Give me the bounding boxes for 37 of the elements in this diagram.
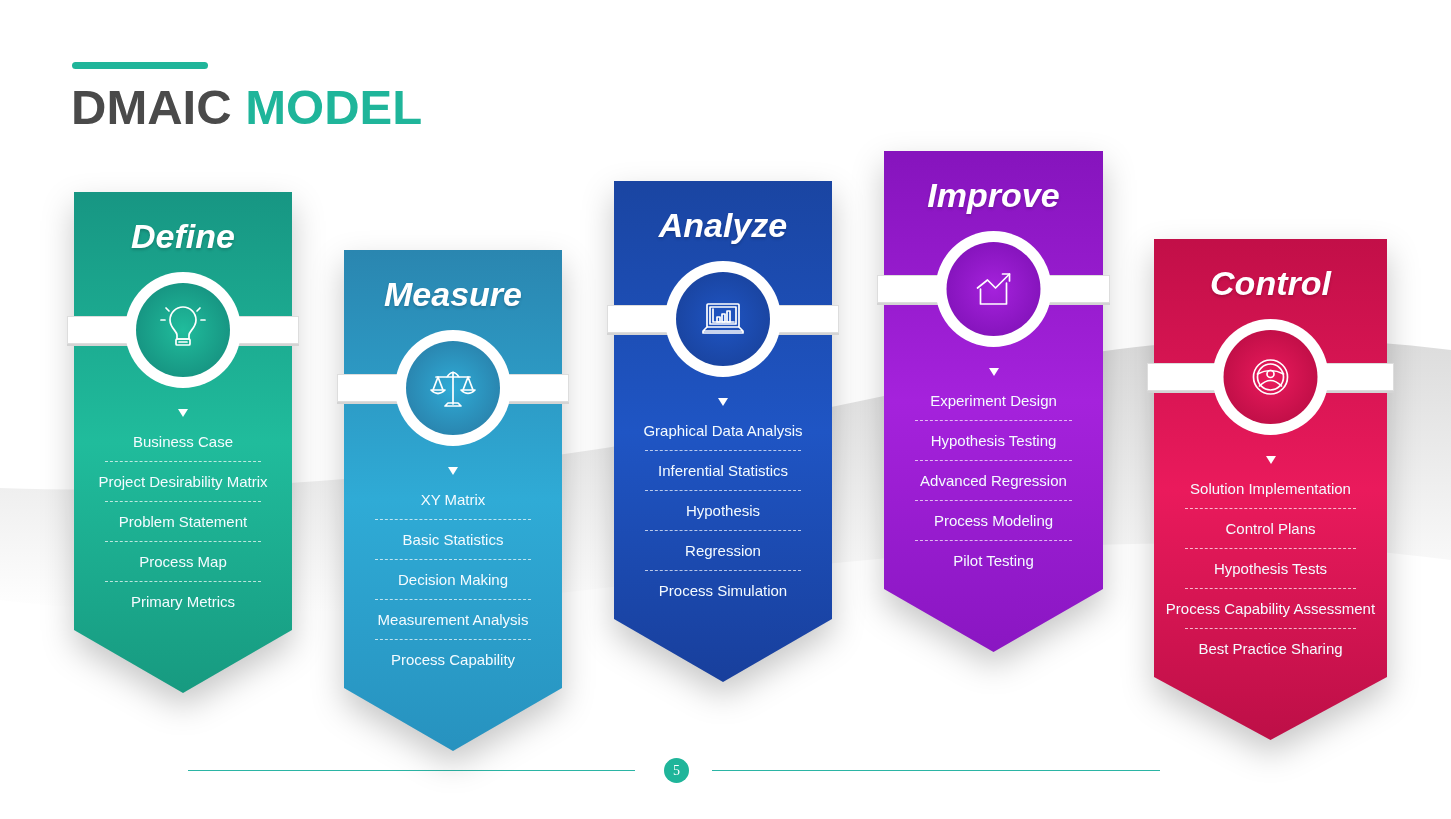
- step-item: Best Practice Sharing: [1198, 639, 1343, 659]
- step-item: Decision Making: [398, 570, 508, 590]
- step-item: Project Desirability Matrix: [98, 472, 268, 492]
- title: DMAIC MODEL: [71, 80, 423, 134]
- step-item: Hypothesis Testing: [930, 431, 1057, 451]
- step-item: Graphical Data Analysis: [643, 421, 803, 441]
- step-item: Basic Statistics: [402, 530, 504, 550]
- step-item: Measurement Analysis: [377, 610, 529, 630]
- step-item: Advanced Regression: [920, 471, 1067, 491]
- step-item: XY Matrix: [420, 490, 486, 510]
- step-item: Hypothesis: [685, 501, 761, 521]
- step-item: Regression: [685, 541, 761, 561]
- phase-title: Measure: [384, 274, 522, 315]
- step-item: Pilot Testing: [953, 551, 1034, 571]
- step-item: Inferential Statistics: [657, 461, 789, 481]
- step-item: Business Case: [132, 432, 234, 452]
- step-item: Primary Metrics: [130, 592, 236, 612]
- phase-banner: [66, 192, 300, 693]
- phase-title: Analyze: [658, 205, 788, 246]
- step-item: Process Modeling: [933, 511, 1054, 531]
- step-item: Process Capability: [390, 650, 516, 670]
- step-item: Hypothesis Tests: [1213, 559, 1328, 579]
- step-item: Problem Statement: [118, 512, 248, 532]
- step-item: Experiment Design: [930, 391, 1057, 411]
- step-item: Process Map: [139, 552, 227, 572]
- phase-title: Define: [131, 216, 235, 257]
- phase-title: Control: [1210, 263, 1331, 304]
- step-item: Solution Implementation: [1190, 479, 1351, 499]
- phase-banner: [606, 181, 840, 682]
- step-item: Process Simulation: [658, 581, 788, 601]
- phase-title: Improve: [927, 175, 1060, 216]
- phase-banner: [876, 151, 1111, 652]
- step-item: Control Plans: [1225, 519, 1316, 539]
- page-number: 5: [664, 758, 689, 783]
- phase-banner: [1146, 239, 1395, 740]
- step-item: Process Capability Assessment: [1165, 599, 1376, 619]
- phase-banner: [336, 250, 570, 751]
